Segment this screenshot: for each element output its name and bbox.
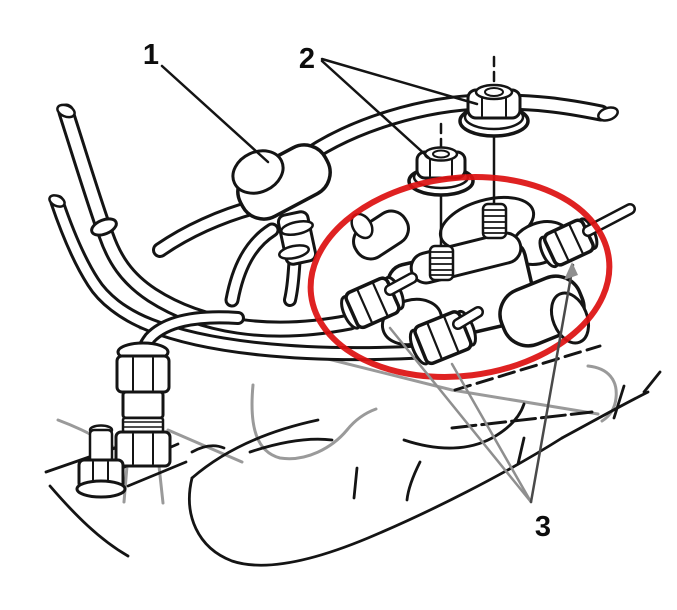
flange-nut-lower bbox=[407, 146, 475, 197]
block-left-port bbox=[352, 209, 410, 261]
bolt-shank bbox=[88, 428, 114, 464]
callout-2: 2 bbox=[299, 43, 479, 160]
pipe-ferrule bbox=[90, 217, 118, 237]
leader-line bbox=[320, 57, 479, 106]
mounting-stud-right bbox=[481, 55, 508, 240]
leader-line bbox=[320, 59, 431, 160]
hose-assembly bbox=[152, 93, 619, 308]
pipe-open-end bbox=[56, 103, 76, 119]
fitting-hex-lower bbox=[114, 430, 172, 468]
left-pipes bbox=[48, 103, 428, 362]
fitting-hex-upper bbox=[115, 354, 171, 394]
leader-line bbox=[160, 64, 270, 164]
leader-line bbox=[529, 263, 575, 504]
inline-fitting bbox=[114, 310, 245, 468]
stud-threads bbox=[481, 202, 508, 240]
hose-clamp bbox=[278, 244, 310, 260]
hose-open-end bbox=[597, 106, 619, 122]
bolt bbox=[75, 424, 127, 499]
flange-nut-upper bbox=[458, 83, 530, 138]
callout-2-label: 2 bbox=[299, 43, 315, 75]
stud-threads bbox=[428, 244, 455, 282]
callout-3-label: 3 bbox=[535, 511, 551, 543]
highlight-ellipse bbox=[307, 174, 613, 380]
pipe-open-end bbox=[48, 194, 66, 208]
leader-line bbox=[388, 326, 533, 504]
outlet-pipes bbox=[450, 344, 602, 430]
leader-arrowhead bbox=[564, 262, 578, 280]
callout-1: 1 bbox=[143, 39, 270, 164]
leader-line bbox=[450, 362, 533, 504]
callout-3: 3 bbox=[388, 262, 578, 543]
callout-1-label: 1 bbox=[143, 39, 159, 71]
hose-clamp bbox=[280, 220, 314, 236]
bolt-flange bbox=[75, 479, 127, 499]
fitting-threads bbox=[121, 416, 165, 434]
